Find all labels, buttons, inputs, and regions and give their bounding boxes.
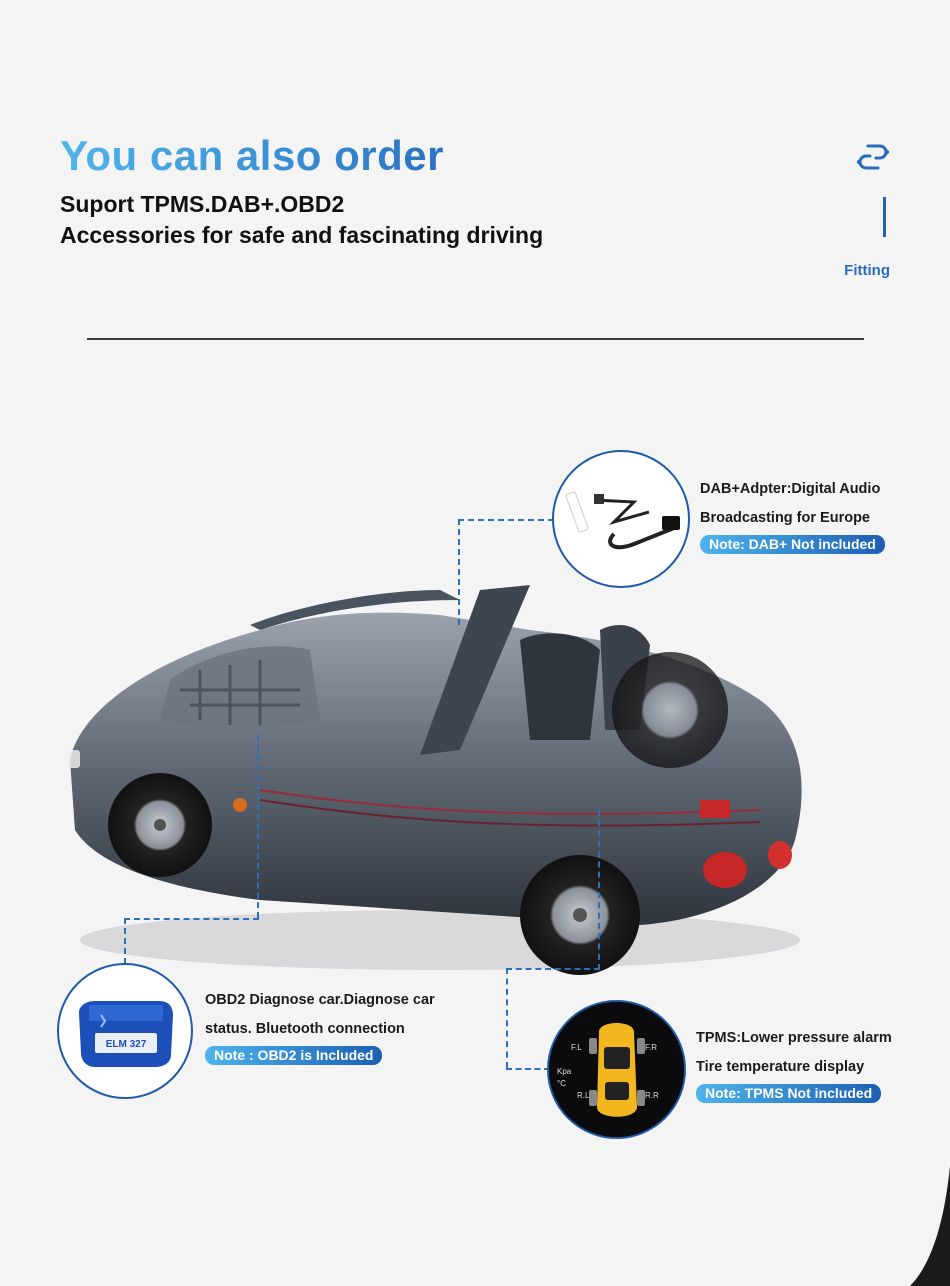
page-corner-decoration bbox=[910, 1166, 950, 1286]
dab-line-2: Broadcasting for Europe bbox=[700, 510, 870, 526]
obd2-description: OBD2 Diagnose car.Diagnose car status. B… bbox=[205, 986, 435, 1065]
obd2-note-badge: Note : OBD2 is Included bbox=[205, 1046, 383, 1065]
tpms-label-rl: R.L bbox=[577, 1091, 590, 1100]
obd2-device-image: ELM 327 bbox=[57, 963, 193, 1099]
connector-obd2 bbox=[124, 918, 126, 964]
tpms-unit-kpa: Kpa bbox=[557, 1067, 572, 1076]
dab-line-1: DAB+Adpter:Digital Audio bbox=[700, 481, 881, 497]
side-divider bbox=[883, 197, 886, 237]
dab-adapter-image bbox=[552, 450, 690, 588]
subtitle-supported: Suport TPMS.DAB+.OBD2 bbox=[60, 191, 345, 217]
connector-tpms bbox=[598, 810, 600, 970]
tpms-label-fl: F.L bbox=[571, 1043, 582, 1052]
connector-tpms bbox=[506, 1068, 550, 1070]
fitting-label: Fitting bbox=[844, 262, 890, 279]
tpms-line-2: Tire temperature display bbox=[696, 1059, 865, 1075]
connector-obd2 bbox=[124, 918, 259, 920]
obd2-device-icon: ELM 327 bbox=[79, 1001, 173, 1067]
tpms-unit-celsius: °C bbox=[557, 1079, 566, 1088]
section-divider bbox=[87, 338, 864, 340]
obd2-device-label: ELM 327 bbox=[106, 1039, 147, 1050]
tpms-display-icon: F.L F.R R.L R.R Kpa °C bbox=[549, 1002, 684, 1137]
tpms-display-image: F.L F.R R.L R.R Kpa °C bbox=[547, 1000, 686, 1139]
dab-note-badge: Note: DAB+ Not included bbox=[700, 535, 885, 554]
link-icon bbox=[856, 144, 890, 170]
tpms-description: TPMS:Lower pressure alarm Tire temperatu… bbox=[696, 1024, 892, 1103]
connector-obd2 bbox=[257, 735, 259, 918]
tpms-note-badge: Note: TPMS Not included bbox=[696, 1084, 882, 1103]
tpms-line-1: TPMS:Lower pressure alarm bbox=[696, 1030, 892, 1046]
tpms-label-fr: F.R bbox=[645, 1043, 657, 1052]
connector-dab bbox=[458, 519, 554, 521]
connector-dab bbox=[458, 519, 460, 625]
connector-tpms bbox=[506, 968, 600, 970]
obd2-line-2: status. Bluetooth connection bbox=[205, 1021, 405, 1037]
page-title: You can also order bbox=[60, 132, 444, 179]
car-cutaway-illustration bbox=[68, 585, 802, 975]
subtitle-accessories: Accessories for safe and fascinating dri… bbox=[60, 222, 544, 248]
obd2-line-1: OBD2 Diagnose car.Diagnose car bbox=[205, 992, 435, 1008]
connector-tpms bbox=[506, 968, 508, 1068]
dab-description: DAB+Adpter:Digital Audio Broadcasting fo… bbox=[700, 475, 885, 554]
dab-adapter-icon bbox=[565, 491, 680, 550]
tpms-label-rr: R.R bbox=[645, 1091, 659, 1100]
